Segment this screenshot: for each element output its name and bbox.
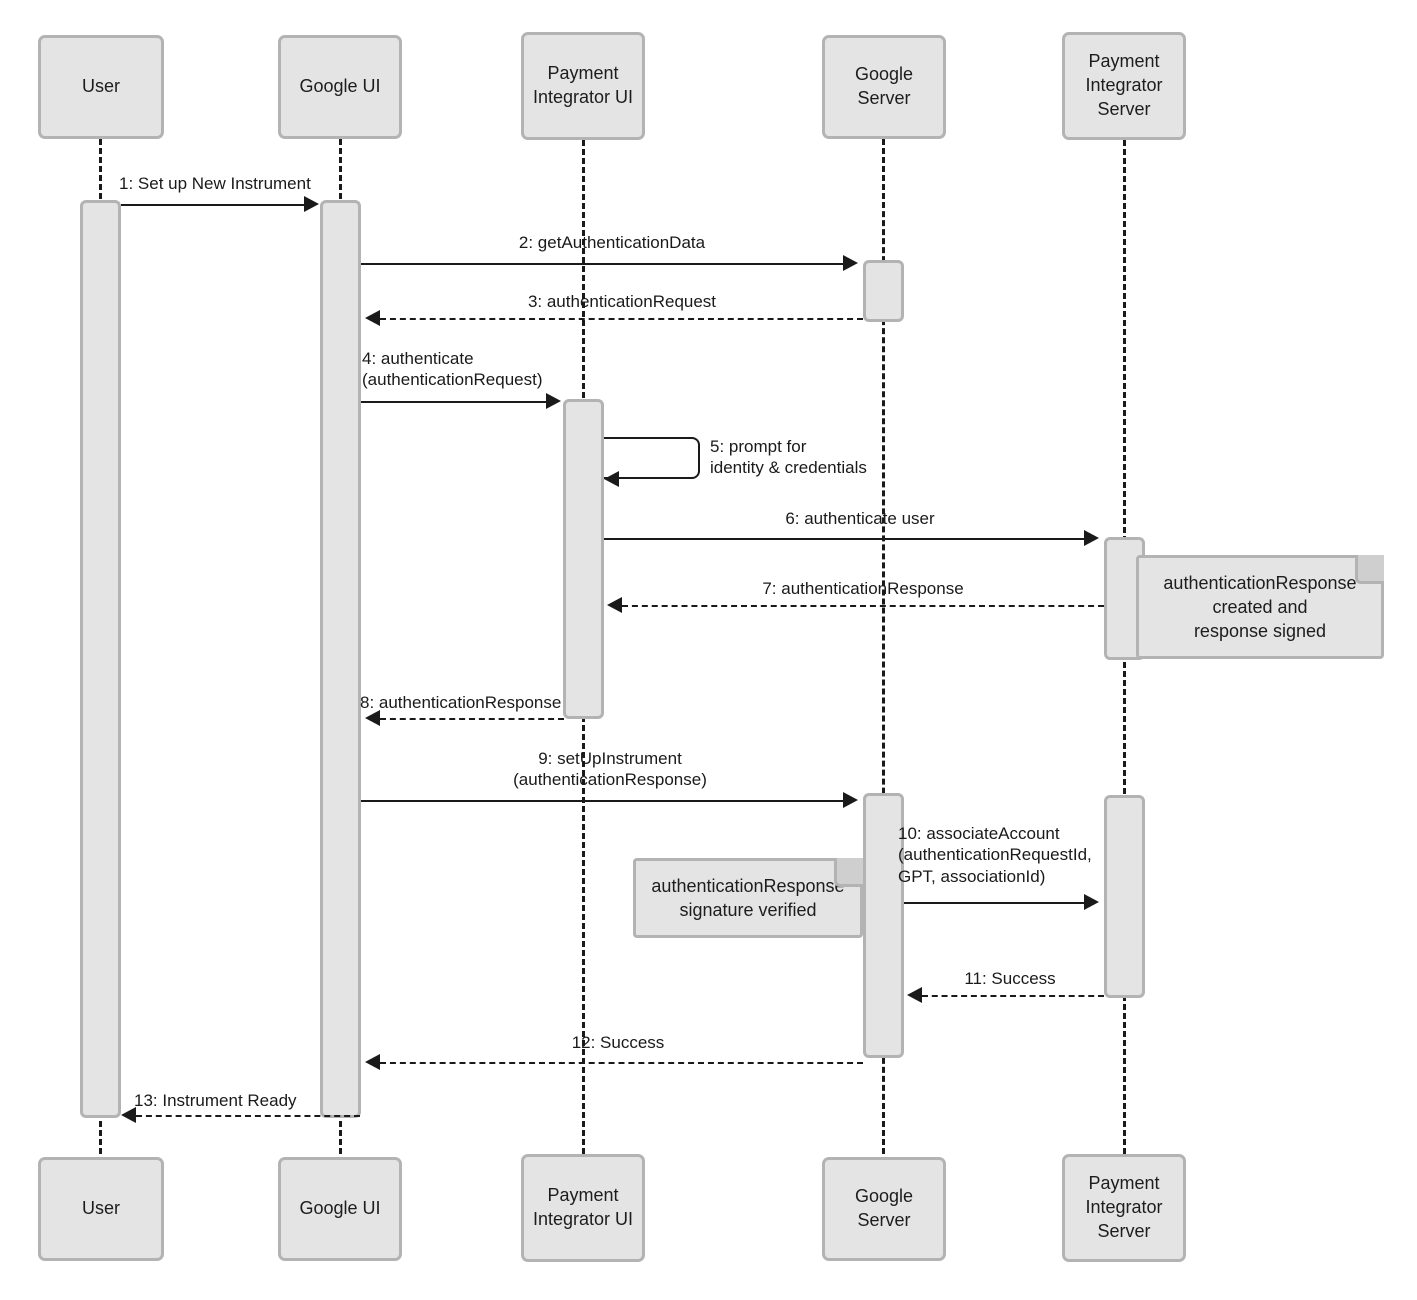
activation-google-server-2	[863, 793, 904, 1058]
message-2-arrowhead	[843, 255, 858, 271]
message-1-arrowhead	[304, 196, 319, 212]
message-5-label: 5: prompt for identity & credentials	[710, 437, 867, 478]
message-9-arrowhead	[843, 792, 858, 808]
activation-payment-integrator-ui	[563, 399, 604, 719]
message-8-label: 8: authenticationResponse	[360, 693, 562, 712]
activation-google-server-1	[863, 260, 904, 322]
message-11-line	[922, 995, 1104, 997]
message-4-arrowhead	[546, 393, 561, 409]
note-fold-corner-icon-2	[834, 858, 863, 887]
participant-head-payment-integrator-ui[interactable]: Payment Integrator UI	[521, 32, 645, 140]
message-12-arrowhead	[365, 1054, 380, 1070]
message-2-label: 2: getAuthenticationData	[518, 233, 706, 252]
message-10-label: 10: associateAccount (authenticationRequ…	[898, 824, 1092, 886]
message-1-line	[121, 204, 304, 206]
message-8-line	[380, 718, 564, 720]
message-6-arrowhead	[1084, 530, 1099, 546]
activation-google-ui	[320, 200, 361, 1118]
message-10-line	[904, 902, 1084, 904]
participant-foot-user[interactable]: User	[38, 1157, 164, 1261]
message-6-line	[604, 538, 1084, 540]
message-12-line	[380, 1062, 863, 1064]
message-1-label: 1: Set up New Instrument	[119, 174, 311, 193]
note-signature-verified-shape	[633, 858, 863, 938]
participant-foot-payment-integrator-ui[interactable]: Payment Integrator UI	[521, 1154, 645, 1262]
message-4-line	[361, 401, 546, 403]
activation-payment-integrator-server-2	[1104, 795, 1145, 998]
note-fold-corner-icon	[1355, 555, 1384, 584]
message-13-label: 13: Instrument Ready	[134, 1091, 297, 1110]
message-3-arrowhead	[365, 310, 380, 326]
message-9-line	[361, 800, 843, 802]
message-10-arrowhead	[1084, 894, 1099, 910]
message-7-label: 7: authenticationResponse	[762, 579, 964, 598]
participant-head-user[interactable]: User	[38, 35, 164, 139]
message-12-label: 12: Success	[571, 1033, 665, 1052]
message-2-line	[361, 263, 843, 265]
message-9-label: 9: setUpInstrument (authenticationRespon…	[513, 749, 707, 790]
message-6-label: 6: authenticate user	[785, 509, 935, 528]
message-4-label: 4: authenticate (authenticationRequest)	[362, 349, 543, 390]
message-7-arrowhead	[607, 597, 622, 613]
participant-head-google-server[interactable]: Google Server	[822, 35, 946, 139]
message-8-arrowhead	[365, 710, 380, 726]
note-signature-verified: authenticationResponse signature verifie…	[633, 858, 863, 938]
message-13-line	[136, 1115, 360, 1117]
lifeline-google-server	[882, 139, 885, 1172]
message-11-label: 11: Success	[964, 969, 1056, 988]
note-response-signed-shape	[1136, 555, 1384, 659]
note-response-signed: authenticationResponse created and respo…	[1136, 555, 1384, 659]
participant-head-payment-integrator-server[interactable]: Payment Integrator Server	[1062, 32, 1186, 140]
activation-user	[80, 200, 121, 1118]
message-7-line	[622, 605, 1104, 607]
message-3-line	[380, 318, 863, 320]
participant-foot-google-ui[interactable]: Google UI	[278, 1157, 402, 1261]
participant-foot-google-server[interactable]: Google Server	[822, 1157, 946, 1261]
message-5-arrowhead	[604, 471, 619, 487]
participant-foot-payment-integrator-server[interactable]: Payment Integrator Server	[1062, 1154, 1186, 1262]
participant-head-google-ui[interactable]: Google UI	[278, 35, 402, 139]
message-3-label: 3: authenticationRequest	[527, 292, 717, 311]
message-5-selfloop	[604, 437, 700, 479]
message-11-arrowhead	[907, 987, 922, 1003]
message-13-arrowhead	[121, 1107, 136, 1123]
